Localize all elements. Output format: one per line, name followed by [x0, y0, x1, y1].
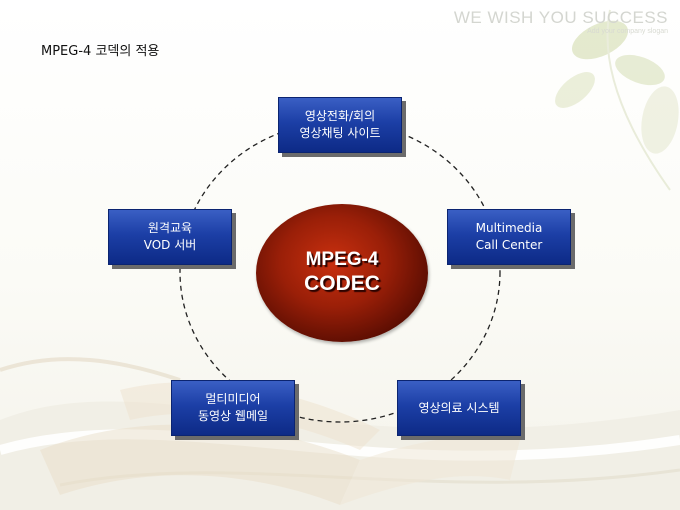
node-line-1: 영상전화/회의 — [304, 109, 376, 123]
node-medical-system: 영상의료 시스템 — [397, 380, 521, 436]
center-line-2: CODEC — [304, 272, 380, 295]
node-multimedia-call-center: Multimedia Call Center — [447, 209, 571, 265]
node-line-2: 동영상 웹메일 — [197, 409, 269, 423]
node-video-conference: 영상전화/회의 영상채팅 사이트 — [278, 97, 402, 153]
background-leaves-image — [555, 9, 679, 191]
node-line-1: 멀티미디어 — [205, 392, 261, 406]
node-line-2: Call Center — [475, 238, 543, 252]
node-line-1: Multimedia — [475, 221, 543, 235]
center-line-1: MPEG-4 — [305, 249, 379, 270]
brand-title: WE WISH YOU SUCCESS — [453, 8, 668, 27]
node-line-1: 원격교육 — [147, 221, 193, 235]
node-remote-education-vod: 원격교육 VOD 서버 — [108, 209, 232, 265]
node-line-2: 영상채팅 사이트 — [299, 126, 381, 140]
brand-watermark: WE WISH YOU SUCCESS Add your company slo… — [454, 8, 668, 35]
slide-title: MPEG-4 코덱의 적용 — [41, 44, 160, 59]
node-line-1: 영상의료 시스템 — [418, 400, 500, 415]
brand-slogan: Add your company slogan — [587, 28, 668, 35]
center-codec-ellipse: MPEG-4 CODEC — [256, 204, 428, 342]
node-line-2: VOD 서버 — [143, 238, 197, 252]
node-multimedia-webmail: 멀티미디어 동영상 웹메일 — [171, 380, 295, 436]
